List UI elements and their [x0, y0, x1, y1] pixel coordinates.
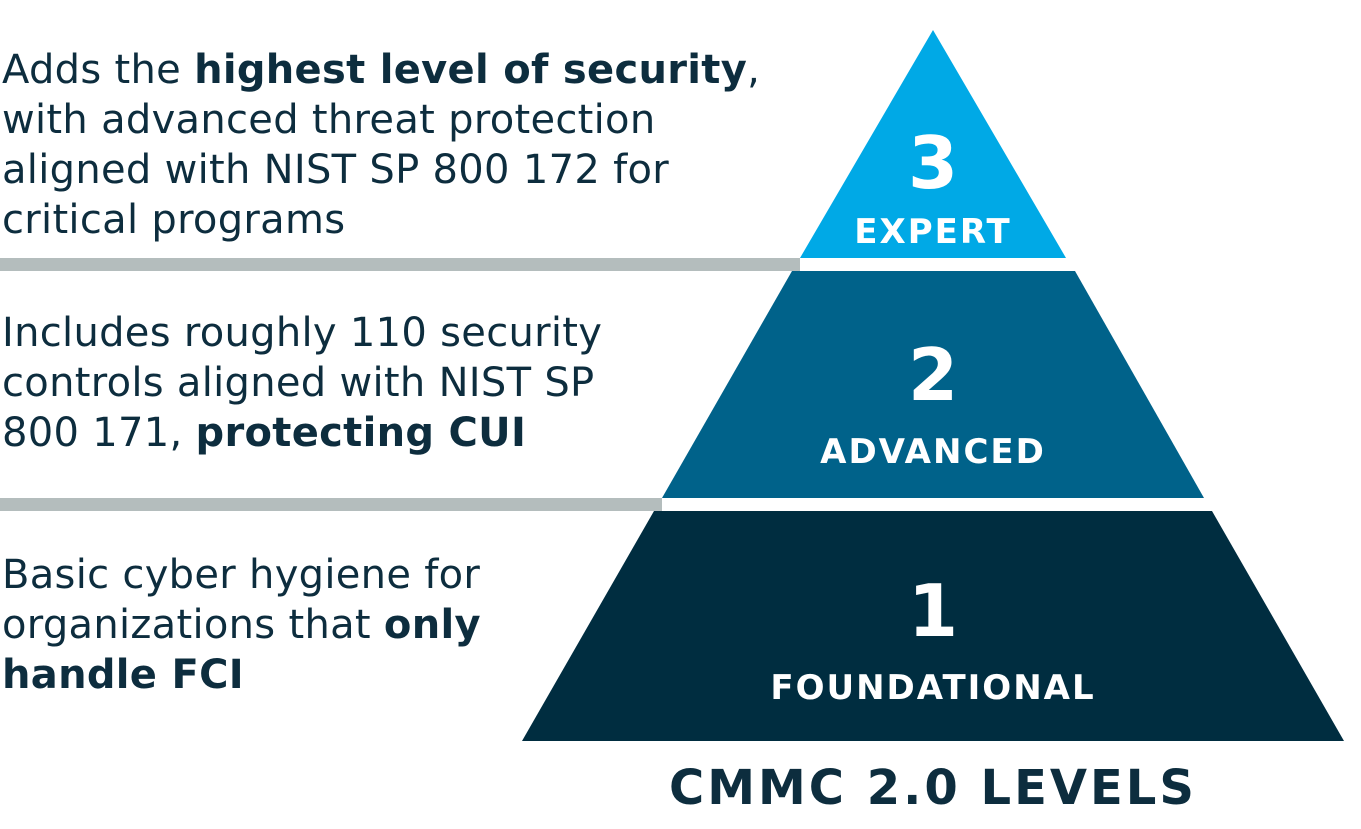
desc-bold: highest level of security: [194, 47, 748, 93]
desc-text: Adds the: [2, 47, 195, 93]
diagram-title: CMMC 2.0 LEVELS: [669, 760, 1197, 816]
level-2-name: ADVANCED: [820, 432, 1046, 472]
level-3-description: Adds the highest level of security, with…: [2, 45, 802, 245]
level-1-name: FOUNDATIONAL: [770, 668, 1095, 708]
desc-text: Includes roughly 110 security controls a…: [2, 310, 603, 456]
desc-text: Basic cyber hygiene for organizations th…: [2, 552, 481, 648]
desc-bold: protecting CUI: [195, 410, 527, 456]
level-1-number: 1: [908, 569, 958, 653]
pyramid-level-2: [662, 271, 1204, 498]
divider-2-1: [0, 498, 662, 511]
level-2-number: 2: [908, 333, 958, 417]
level-3-number: 3: [908, 121, 958, 205]
level-2-description: Includes roughly 110 security controls a…: [2, 308, 682, 458]
desc-bold: only handle FCI: [2, 602, 481, 698]
level-3-name: EXPERT: [854, 212, 1011, 252]
desc-text: with advanced threat protection aligned …: [2, 97, 669, 243]
divider-3-2: [0, 258, 800, 271]
desc-text: ,: [747, 47, 761, 93]
pyramid-level-3: [800, 30, 1066, 258]
level-1-description: Basic cyber hygiene for organizations th…: [2, 550, 512, 700]
pyramid-level-1: [522, 511, 1344, 741]
